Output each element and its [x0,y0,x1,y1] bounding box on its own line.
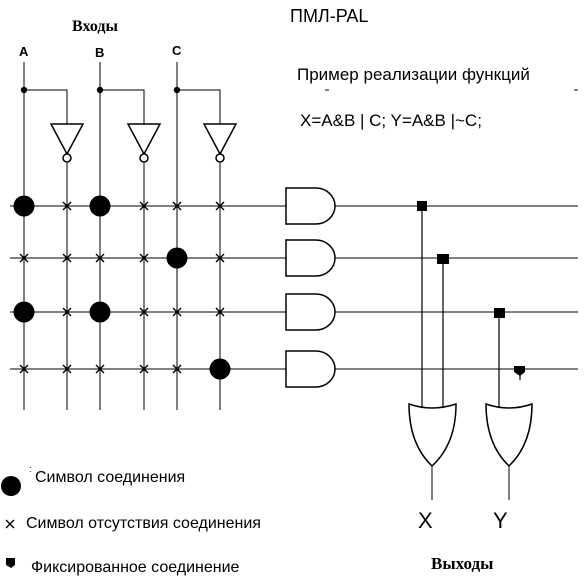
and-gate-3 [285,293,336,331]
inverter-feed-b [100,89,145,124]
connection-dot-r4-c6 [209,358,231,380]
legend-fixed-connection-icon [6,558,15,568]
matrix-marks [13,195,231,380]
no-connection-cross-r1-c4 [139,201,149,211]
fixed-connection-mark [514,366,525,376]
connection-dot-r2-c5 [166,247,188,269]
legend-connection-label: Символ соединения [35,469,185,486]
fixed-connection-square [494,308,505,318]
page-title: ПМЛ-PAL [290,6,368,26]
no-connection-cross-r2-c2 [62,253,72,263]
connection-dot-r1-c3 [89,195,111,217]
no-connection-cross-r2-c1 [19,253,29,263]
input-label-b: B [95,45,104,60]
legend-connection-icon [1,476,21,496]
connection-dot-r1-c1 [13,195,35,217]
fixed-connections [421,206,521,408]
no-connection-cross-r3-c2 [62,307,72,317]
no-connection-cross-r4-c3 [95,364,105,374]
or-gate-x [408,402,457,468]
connection-dot-r3-c3 [89,301,111,323]
inverter-a [49,123,85,163]
junction-dot-c [173,86,181,94]
inverter-c [202,123,238,163]
product-lines [10,205,286,370]
input-lines [23,62,221,410]
legend-colon: : [29,464,32,474]
input-label-c: C [172,43,182,58]
outputs-label: Выходы [431,554,493,573]
example-title: Пример реализации функций [297,65,530,84]
legend-no-connection-icon [5,519,15,529]
no-connection-cross-r3-c4 [139,307,149,317]
no-connection-cross-r2-c3 [95,253,105,263]
no-connection-cross-r3-c6 [215,307,225,317]
no-connection-cross-r1-c5 [172,201,182,211]
no-connection-cross-r1-c6 [215,201,225,211]
and-gates [285,187,336,388]
output-label-x: X [418,508,433,533]
or-gates [408,402,533,468]
equations: X=A&B | C; Y=A&B |~C; [300,111,482,130]
and-output-lines [335,205,578,370]
no-connection-cross-r4-c1 [19,364,29,374]
output-label-y: Y [493,508,508,533]
no-connection-cross-r2-c6 [215,253,225,263]
no-connection-cross-r1-c2 [62,201,72,211]
and-gate-1 [285,187,336,225]
connection-dot-r3-c1 [13,301,35,323]
no-connection-cross-r4-c5 [172,364,182,374]
inverter-feed-a [24,89,68,124]
and-gate-2 [285,239,336,277]
fixed-connection-square [417,201,427,211]
junction-dot-b [96,86,104,94]
legend-fixed-connection-label: Фиксированное соединение [31,559,240,576]
inverter-feed-c [177,89,221,124]
junction-dot-a [20,86,28,94]
input-label-a: A [19,44,29,59]
no-connection-cross-r4-c4 [139,364,149,374]
inverter-b [126,123,162,163]
and-gate-4 [285,350,336,388]
legend-no-connection-label: Символ отсутствия соединения [26,515,261,532]
fixed-connection-square [437,254,449,264]
inputs-label: Входы [72,18,118,35]
no-connection-cross-r3-c5 [172,307,182,317]
no-connection-cross-r2-c4 [139,253,149,263]
or-gate-y [485,402,533,468]
no-connection-cross-r4-c2 [62,364,72,374]
